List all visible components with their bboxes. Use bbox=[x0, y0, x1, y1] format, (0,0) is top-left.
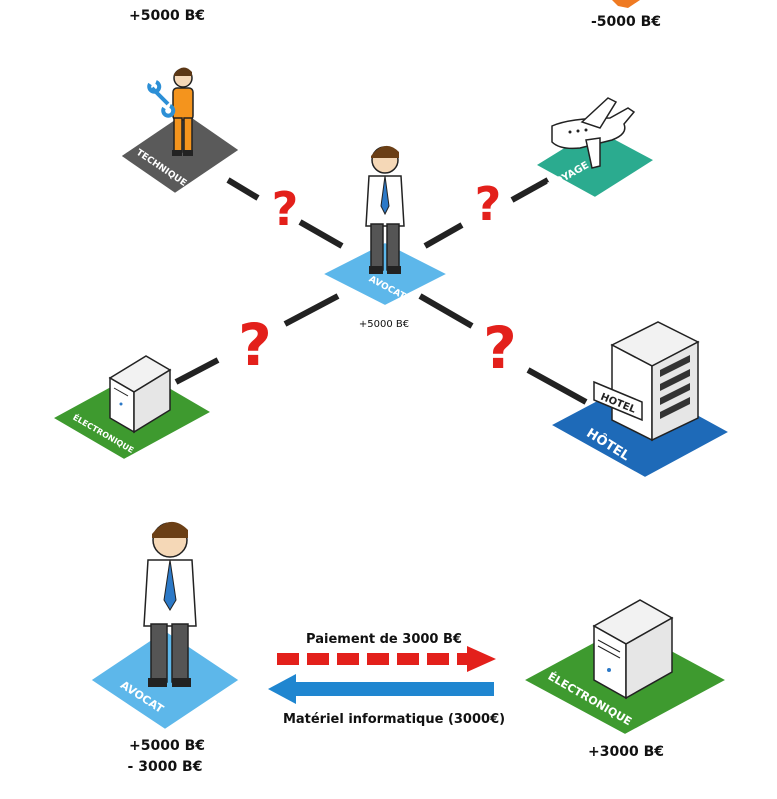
avocat-center-tile bbox=[319, 240, 451, 308]
hotel-node: HÔTEL HOTEL bbox=[547, 321, 733, 480]
computer-tower-icon bbox=[108, 355, 172, 434]
lawyer-figure-center bbox=[365, 145, 405, 274]
avocat-bottom-amount-1: +5000 B€ bbox=[129, 738, 205, 754]
electronique-left-node: ÉLECTRONIQUE bbox=[49, 355, 215, 462]
wrench-icon bbox=[147, 80, 176, 118]
hotel-sign bbox=[593, 380, 643, 422]
computer-tower-icon-bottom bbox=[592, 599, 674, 700]
avocat-center-node: AVOCAT +5000 B€ bbox=[319, 145, 451, 330]
top-right-amount: -5000 B€ bbox=[591, 14, 661, 30]
avocat-bottom-node: AVOCAT bbox=[88, 521, 242, 732]
technician-figure bbox=[147, 67, 194, 156]
question-mark-top-right: ? bbox=[475, 177, 502, 231]
payment-arrow: Paiement de 3000 B€ bbox=[277, 632, 496, 672]
avocat-center-amount: +5000 B€ bbox=[359, 319, 409, 330]
electronique-bottom-node: ÉLECTRONIQUE bbox=[520, 599, 730, 737]
connector-lines bbox=[174, 177, 588, 405]
question-mark-top-left: ? bbox=[272, 182, 299, 236]
payment-label: Paiement de 3000 B€ bbox=[306, 632, 462, 647]
electronique-bottom-amount: +3000 B€ bbox=[588, 744, 664, 760]
goods-arrow: Matériel informatique (3000€) bbox=[268, 674, 505, 727]
goods-label: Matériel informatique (3000€) bbox=[283, 712, 505, 727]
lawyer-figure-bottom bbox=[143, 521, 197, 687]
question-mark-bottom-right: ? bbox=[483, 314, 517, 382]
avocat-bottom-amount-2: - 3000 B€ bbox=[128, 759, 203, 775]
voyage-node: VOYAGE bbox=[533, 97, 657, 200]
airplane-icon bbox=[551, 97, 636, 169]
top-orange-fragment bbox=[612, 0, 640, 8]
hotel-building-icon: HOTEL bbox=[593, 321, 700, 442]
question-mark-bottom-left: ? bbox=[238, 311, 272, 379]
technique-node: TECHNIQUE bbox=[118, 67, 242, 196]
top-left-amount: +5000 B€ bbox=[129, 8, 205, 24]
